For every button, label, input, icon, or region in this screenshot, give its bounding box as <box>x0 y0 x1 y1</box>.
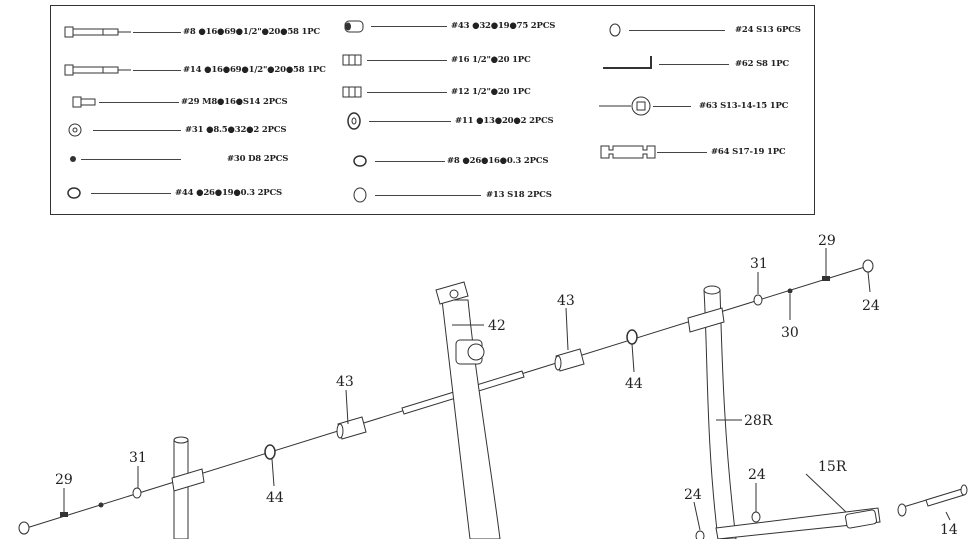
part-44-washer: #44 ●26●19●0.3 2PCS <box>65 183 325 203</box>
part-label: #13 S18 2PCS <box>486 190 552 200</box>
wrench-icon <box>600 145 656 159</box>
part-64-wrench: #64 S17-19 1PC <box>599 142 811 162</box>
short-bolt-icon <box>72 96 96 108</box>
callout-29-left: 29 <box>55 472 73 488</box>
parts-list-box: #8 ●16●69●1/2"●20●58 1PC #14 ●16●69●1/2"… <box>50 5 815 215</box>
callout-44-left: 44 <box>266 490 284 506</box>
upright-28L <box>171 436 205 539</box>
part-label: #63 S13-14-15 1PC <box>699 101 789 111</box>
leader-43-left <box>345 389 349 425</box>
long-bolt-icon <box>64 64 131 76</box>
part-30-nut: #30 D8 2PCS <box>67 149 317 169</box>
callout-14: 14 <box>940 522 958 538</box>
leader-44-right <box>631 343 635 373</box>
cap-24-left <box>18 521 30 535</box>
part-31-washer: #31 ●8.5●32●2 2PCS <box>67 120 317 140</box>
leader-14 <box>945 511 951 521</box>
long-bolt-icon <box>64 26 131 38</box>
nut-30-right <box>787 288 793 294</box>
part-label: #43 ●32●19●75 2PCS <box>451 21 556 31</box>
leader-43-right <box>565 307 569 351</box>
part-11-washer: #11 ●13●20●2 2PCS <box>345 111 605 131</box>
curved-washer-icon <box>347 112 361 130</box>
bushing-43-left <box>336 416 367 440</box>
cap-icon <box>353 187 367 203</box>
part-label: #64 S17-19 1PC <box>711 147 786 157</box>
small-nut-icon <box>70 156 76 162</box>
part-label: #16 1/2"●20 1PC <box>451 55 531 65</box>
callout-30: 30 <box>781 325 799 341</box>
wave-washer-icon <box>67 187 81 199</box>
bolt-29-right <box>822 276 830 281</box>
washer-31-left <box>132 487 142 499</box>
part-14-bolt: #14 ●16●69●1/2"●20●58 1PC <box>63 60 326 80</box>
callout-31-top: 31 <box>750 256 768 272</box>
leader-15R <box>805 473 847 513</box>
washer-31-right <box>753 294 763 306</box>
part-8-bolt: #8 ●16●69●1/2"●20●58 1PC <box>63 22 320 42</box>
callout-31-left: 31 <box>129 450 147 466</box>
nut-30-left <box>98 502 104 508</box>
washer-44-left <box>264 444 276 460</box>
callout-24-mid: 24 <box>748 467 766 483</box>
callout-15R: 15R <box>818 459 847 475</box>
part-label: #44 ●26●19●0.3 2PCS <box>175 188 282 198</box>
bushing-icon <box>344 20 364 33</box>
part-24-cap: #24 S13 6PCS <box>607 20 812 40</box>
washer-44-right <box>626 329 638 345</box>
cap-24-right <box>862 259 874 273</box>
part-62-allen-key: #62 S8 1PC <box>601 54 811 74</box>
callout-44-right: 44 <box>625 376 643 392</box>
callout-43-right: 43 <box>557 293 575 309</box>
cap-icon <box>609 23 621 37</box>
part-label: #11 ●13●20●2 2PCS <box>455 116 554 126</box>
callout-24-low: 24 <box>684 487 702 503</box>
part-label: #31 ●8.5●32●2 2PCS <box>185 125 287 135</box>
part-label: #12 1/2"●20 1PC <box>451 87 531 97</box>
part-label: #8 ●16●69●1/2"●20●58 1PC <box>183 27 320 37</box>
part-13-cap: #13 S18 2PCS <box>351 185 581 205</box>
part-label: #24 S13 6PCS <box>735 25 801 35</box>
part-12-nut: #12 1/2"●20 1PC <box>341 82 581 102</box>
wave-washer-icon <box>353 155 367 167</box>
callout-43-left: 43 <box>336 374 354 390</box>
bolt-29-left <box>60 512 68 517</box>
part-label: #29 M8●16●S14 2PCS <box>181 97 288 107</box>
part-label: #8 ●26●16●0.3 2PCS <box>447 156 549 166</box>
bushing-43-right <box>554 348 585 372</box>
callout-24-top: 24 <box>862 298 880 314</box>
part-63-wrench: #63 S13-14-15 1PC <box>599 96 811 116</box>
part-16-nut: #16 1/2"●20 1PC <box>341 50 581 70</box>
part-29-bolt: #29 M8●16●S14 2PCS <box>71 92 311 112</box>
upright-28R <box>687 285 737 539</box>
callout-29-top: 29 <box>818 233 836 249</box>
part-label: #30 D8 2PCS <box>227 154 289 164</box>
bolt-14 <box>897 484 968 517</box>
part-43-bushing: #43 ●32●19●75 2PCS <box>341 16 601 36</box>
part-8-washer: #8 ●26●16●0.3 2PCS <box>351 151 601 171</box>
washer-icon <box>68 123 82 137</box>
center-post-42 <box>435 281 501 539</box>
leader-24-low <box>693 501 701 531</box>
leader-24-top <box>867 271 871 293</box>
multi-wrench-icon <box>599 96 651 116</box>
callout-28R: 28R <box>744 413 773 429</box>
part-label: #62 S8 1PC <box>735 59 789 69</box>
leader-44-left <box>271 458 275 487</box>
hex-nut-icon <box>342 54 362 66</box>
allen-key-icon <box>603 56 652 69</box>
hex-nut-icon <box>342 86 362 98</box>
callout-42: 42 <box>488 318 506 334</box>
part-label: #14 ●16●69●1/2"●20●58 1PC <box>183 65 326 75</box>
